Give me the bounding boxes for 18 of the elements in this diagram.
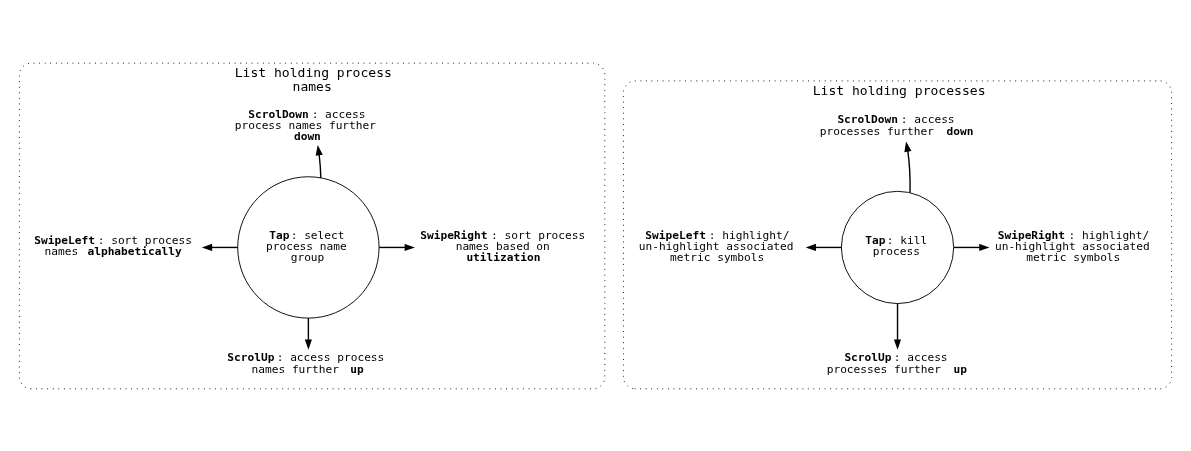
- node-text: SwipeRight: sort process names based on utilization: [420, 228, 586, 264]
- node-text: ScrolUp: access process names further up: [227, 350, 385, 376]
- node-text: SwipeLeft: sort process names alphabetically: [34, 233, 192, 258]
- arrow: [953, 243, 990, 251]
- arrow: [304, 316, 312, 350]
- node-text: SwipeRight: highlight/ un-highlight associated metric symbols: [994, 228, 1150, 264]
- arrow: [378, 243, 415, 251]
- node-text: ScrolDown: access process names further down: [234, 107, 376, 143]
- node-circle: Tap: kill process: [840, 190, 955, 304]
- arrow: [201, 243, 239, 251]
- arrow: [893, 302, 902, 350]
- arrow: [805, 243, 843, 251]
- node-text: SwipeLeft: highlight/ un-highlight associated metric symbols: [638, 228, 794, 264]
- arrow: [904, 140, 912, 193]
- arrow: [315, 144, 323, 179]
- node-circle: Tap: select process name group: [237, 175, 380, 319]
- node-text: ScrolDown: access processes further down: [819, 112, 974, 138]
- node-text: ScrolUp: access processes further up: [826, 350, 967, 376]
